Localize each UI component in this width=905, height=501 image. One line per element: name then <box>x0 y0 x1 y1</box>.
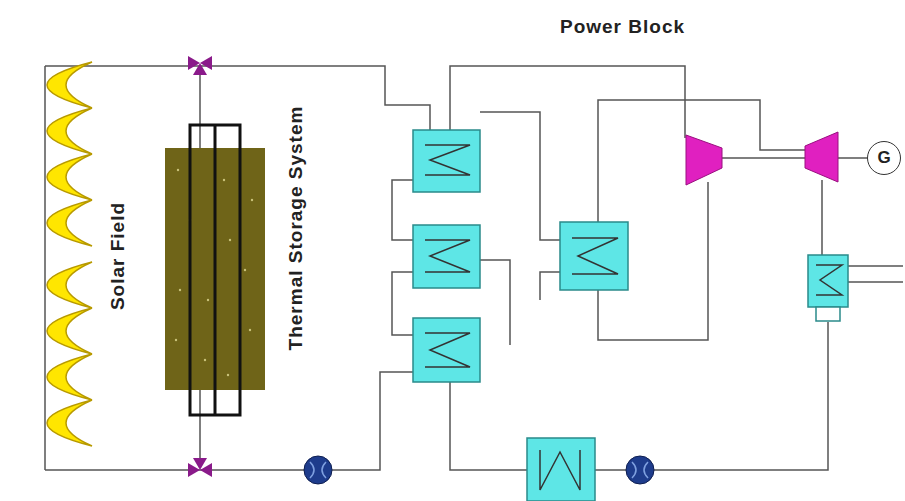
trough <box>47 262 92 308</box>
pipes <box>45 66 903 470</box>
trough <box>47 108 92 154</box>
pump-line <box>332 372 413 470</box>
solar-field <box>47 62 92 446</box>
pump-mark <box>632 462 648 478</box>
valve <box>193 458 207 470</box>
feed-line <box>595 469 626 471</box>
coil <box>816 265 842 295</box>
valve <box>193 63 207 75</box>
heat-exchangers <box>413 130 848 501</box>
heat-exchanger <box>413 318 480 382</box>
cold-oil-line <box>45 469 304 471</box>
reheat-oil-line <box>480 112 560 240</box>
hotwell <box>816 307 840 321</box>
tank-divider <box>214 125 217 415</box>
section-label: Solar Field <box>107 202 129 310</box>
pump <box>304 456 332 484</box>
pump-mark <box>310 462 326 478</box>
trough <box>47 400 92 446</box>
pump <box>626 456 654 484</box>
heat-exchanger <box>413 225 480 288</box>
coil <box>540 450 580 490</box>
exhaust-line <box>821 180 823 255</box>
heat-exchanger <box>560 222 628 290</box>
lp-turbine <box>805 132 838 182</box>
valves <box>188 56 212 477</box>
coil <box>425 240 470 272</box>
oil-series-line <box>392 180 413 240</box>
condensate-line <box>654 322 828 470</box>
trough <box>47 354 92 400</box>
coil <box>572 238 618 274</box>
trough <box>47 200 92 246</box>
hot-oil-line <box>45 66 430 130</box>
field-pipe <box>44 66 46 470</box>
steam-line <box>450 66 685 138</box>
storage-tank <box>165 125 265 415</box>
pumps <box>304 456 654 484</box>
heat-exchanger <box>527 438 595 501</box>
trough <box>47 154 92 200</box>
turbines <box>686 132 838 185</box>
evaporator-line <box>480 260 510 345</box>
condenser <box>808 255 848 307</box>
trough <box>47 308 92 354</box>
coil <box>425 145 470 175</box>
reheat-steam-line <box>598 100 805 222</box>
coil <box>425 333 470 367</box>
tank-outline <box>190 125 240 415</box>
feed-line <box>450 382 527 470</box>
generator-circle: G <box>867 141 901 175</box>
cooling-water <box>848 266 903 282</box>
shaft <box>722 157 868 159</box>
reheat-oil-return <box>540 272 560 300</box>
section-title: Power Block <box>560 16 685 38</box>
generator-label: G <box>877 148 890 168</box>
coil-symbols <box>425 145 842 490</box>
oil-series-line <box>392 272 413 335</box>
hp-turbine <box>686 135 722 185</box>
section-label: Thermal Storage System <box>285 106 307 351</box>
heat-exchanger <box>413 130 480 192</box>
trough <box>47 62 92 108</box>
